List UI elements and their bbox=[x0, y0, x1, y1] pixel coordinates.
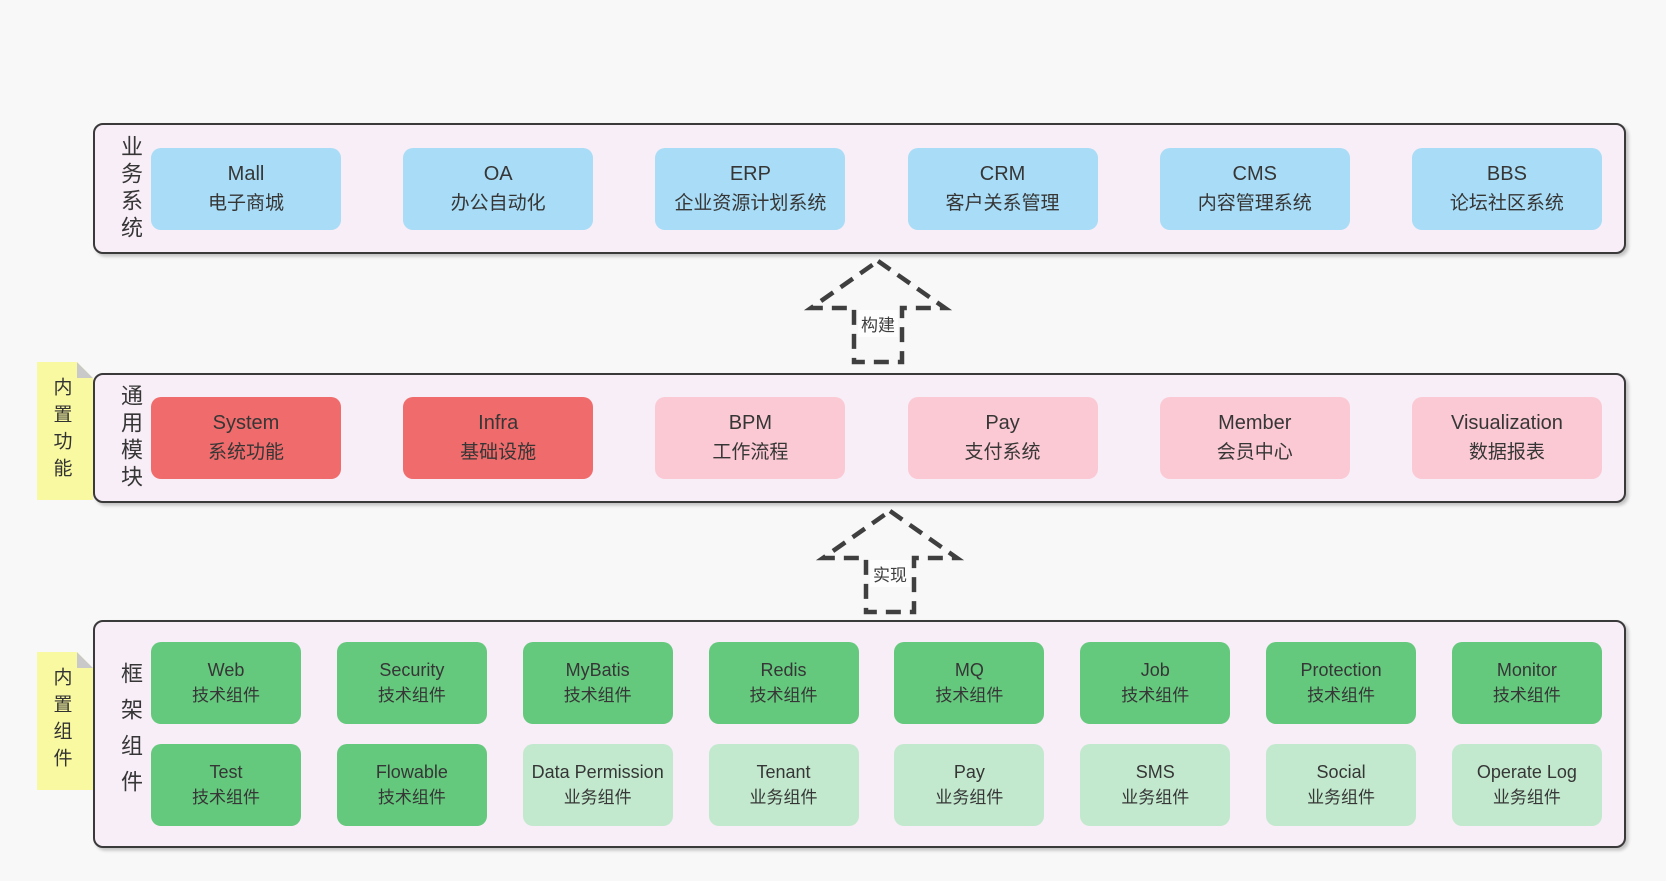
box-system: System 系统功能 bbox=[151, 397, 341, 479]
layer-title: 业务系统 bbox=[118, 134, 143, 243]
box-row: System 系统功能 Infra 基础设施 BPM 工作流程 Pay 支付系统… bbox=[151, 397, 1602, 479]
arrow-implement: 实现 bbox=[815, 506, 965, 618]
box-protection: Protection 技术组件 bbox=[1266, 642, 1417, 724]
box-grid: Web 技术组件 Security 技术组件 MyBatis 技术组件 Redi… bbox=[151, 642, 1602, 826]
box-pay-module: Pay 支付系统 bbox=[907, 397, 1098, 479]
layer-common-modules: 通用模块 System 系统功能 Infra 基础设施 BPM 工作流程 Pay… bbox=[93, 373, 1626, 503]
arrow-label: 构建 bbox=[858, 310, 898, 337]
box-operate-log: Operate Log 业务组件 bbox=[1451, 744, 1602, 826]
layer-title: 通用模块 bbox=[118, 384, 143, 492]
box-security: Security 技术组件 bbox=[336, 642, 487, 724]
box-crm: CRM 客户关系管理 bbox=[907, 147, 1098, 230]
box-oa: OA 办公自动化 bbox=[403, 147, 594, 230]
box-test: Test 技术组件 bbox=[151, 744, 301, 826]
box-bbs: BBS 论坛社区系统 bbox=[1411, 147, 1602, 230]
up-arrow-icon bbox=[815, 508, 965, 615]
arrow-label: 实现 bbox=[870, 560, 910, 587]
box-data-permission: Data Permission 业务组件 bbox=[522, 744, 673, 826]
sticky-tab-label: 内置功能 bbox=[50, 377, 72, 485]
box-web: Web 技术组件 bbox=[151, 642, 301, 724]
box-row: Mall 电子商城 OA 办公自动化 ERP 企业资源计划系统 CRM 客户关系… bbox=[151, 147, 1602, 230]
up-arrow-icon bbox=[803, 258, 953, 365]
box-mybatis: MyBatis 技术组件 bbox=[522, 642, 673, 724]
box-mall: Mall 电子商城 bbox=[151, 147, 341, 230]
box-visualization: Visualization 数据报表 bbox=[1411, 397, 1602, 479]
box-row: Test 技术组件 Flowable 技术组件 Data Permission … bbox=[151, 744, 1602, 826]
box-row: Web 技术组件 Security 技术组件 MyBatis 技术组件 Redi… bbox=[151, 642, 1602, 724]
layer-business-systems: 业务系统 Mall 电子商城 OA 办公自动化 ERP 企业资源计划系统 CRM… bbox=[93, 123, 1626, 254]
box-sms: SMS 业务组件 bbox=[1080, 744, 1231, 826]
layer-framework-components: 框架组件 Web 技术组件 Security 技术组件 MyBatis 技术组件… bbox=[93, 620, 1626, 848]
box-mq: MQ 技术组件 bbox=[894, 642, 1045, 724]
box-redis: Redis 技术组件 bbox=[708, 642, 859, 724]
folded-corner-icon bbox=[77, 652, 93, 668]
sticky-tab-builtin-features: 内置功能 bbox=[37, 362, 93, 500]
folded-corner-icon bbox=[77, 362, 93, 378]
box-infra: Infra 基础设施 bbox=[403, 397, 594, 479]
sticky-tab-label: 内置组件 bbox=[50, 667, 72, 775]
box-job: Job 技术组件 bbox=[1080, 642, 1231, 724]
box-tenant: Tenant 业务组件 bbox=[708, 744, 859, 826]
box-erp: ERP 企业资源计划系统 bbox=[655, 147, 846, 230]
box-member: Member 会员中心 bbox=[1159, 397, 1350, 479]
box-pay-component: Pay 业务组件 bbox=[894, 744, 1045, 826]
arrow-build: 构建 bbox=[803, 256, 953, 368]
box-bpm: BPM 工作流程 bbox=[655, 397, 846, 479]
box-monitor: Monitor 技术组件 bbox=[1451, 642, 1602, 724]
sticky-tab-builtin-components: 内置组件 bbox=[37, 652, 93, 790]
layer-title: 框架组件 bbox=[118, 662, 143, 806]
box-flowable: Flowable 技术组件 bbox=[336, 744, 487, 826]
box-cms: CMS 内容管理系统 bbox=[1159, 147, 1350, 230]
box-social: Social 业务组件 bbox=[1266, 744, 1417, 826]
